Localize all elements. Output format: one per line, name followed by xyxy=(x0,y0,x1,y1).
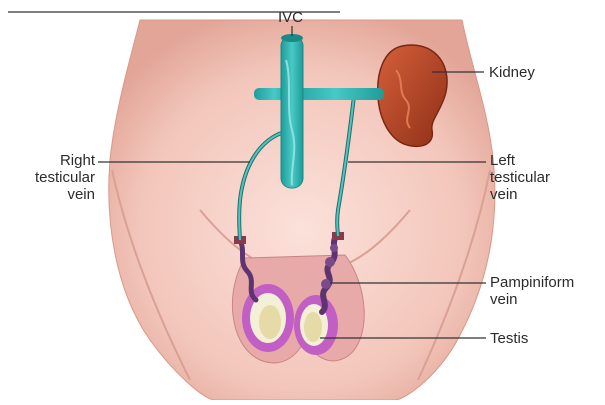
pampiniform-node-2 xyxy=(321,279,331,289)
label-pampiniform-line2: vein xyxy=(490,291,574,308)
label-left-testicular-vein: Left testicular vein xyxy=(490,152,550,203)
label-right-testicular-vein: Right testicular vein xyxy=(0,152,95,203)
label-pampiniform-vein: Pampiniform vein xyxy=(490,274,574,308)
label-pampiniform-line1: Pampiniform xyxy=(490,274,574,291)
label-right-vein-line2: testicular xyxy=(0,169,95,186)
label-ivc: IVC xyxy=(278,9,303,26)
testis-left-core xyxy=(259,305,281,339)
pampiniform-node-3 xyxy=(330,244,338,252)
label-left-vein-line1: Left xyxy=(490,152,550,169)
testis-right-core xyxy=(304,312,322,342)
label-testis: Testis xyxy=(490,330,528,347)
label-left-vein-line3: vein xyxy=(490,186,550,203)
pampiniform-node-1 xyxy=(325,257,335,267)
label-right-vein-line3: vein xyxy=(0,186,95,203)
label-kidney: Kidney xyxy=(489,64,535,81)
label-right-vein-line1: Right xyxy=(0,152,95,169)
label-left-vein-line2: testicular xyxy=(490,169,550,186)
